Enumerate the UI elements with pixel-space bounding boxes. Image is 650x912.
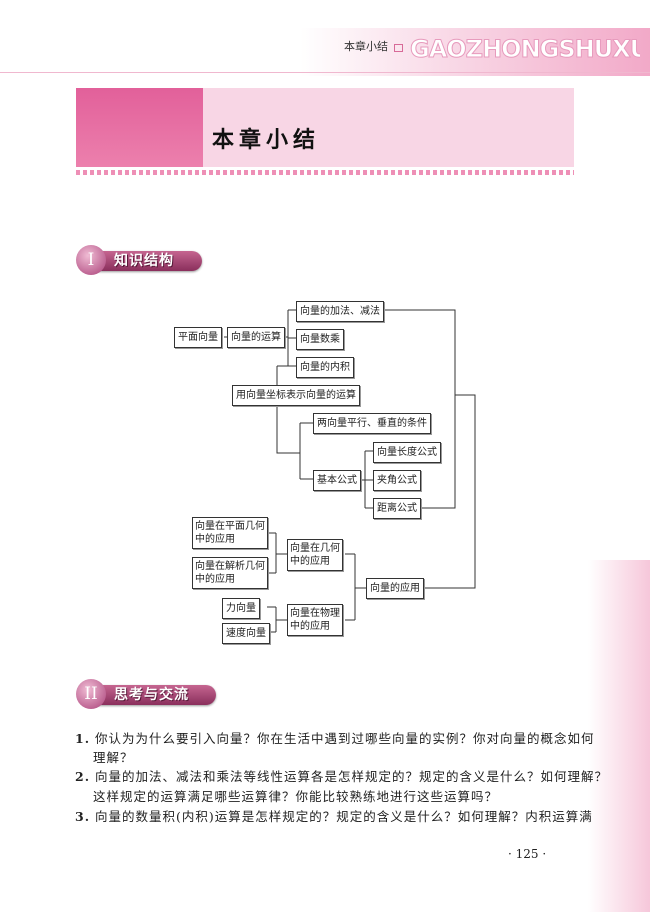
node-pmjh: 向量在平面几何中的应用 [192,517,268,549]
numeral-badge: II [76,679,106,709]
node-changdu: 向量长度公式 [373,442,441,463]
question-2: 2. 向量的加法、减法和乘法等线性运算各是怎样规定的？规定的含义是什么？如何理解… [75,769,609,784]
node-jihe: 向量在几何中的应用 [287,539,343,571]
node-yunsuan: 向量的运算 [227,327,285,348]
node-pingxing: 两向量平行、垂直的条件 [313,413,431,434]
node-zuobiao: 用向量坐标表示向量的运算 [232,385,360,406]
node-li: 力向量 [222,598,260,619]
section-title: 思考与交流 [114,687,189,703]
node-jiafa: 向量的加法、减法 [296,301,384,322]
node-neiji: 向量的内积 [296,357,354,378]
node-jxjh: 向量在解析几何中的应用 [192,557,268,589]
node-pingmian: 平面向量 [174,327,222,348]
header-rule [0,72,650,73]
node-jiben: 基本公式 [313,470,361,491]
node-wuli: 向量在物理中的应用 [287,604,343,636]
numeral-badge: I [76,245,106,275]
node-sudu: 速度向量 [222,623,270,644]
section-title: 知识结构 [114,253,174,269]
page-number: · 125 · [508,847,547,861]
running-head: 本章小结 [344,40,388,53]
node-juli: 距离公式 [373,498,421,519]
page-edge-strip [588,560,650,912]
header-band [300,28,650,76]
question-1-cont: 理解？ [93,750,134,765]
square-icon [394,44,403,52]
title-banner-accent [76,88,203,167]
chapter-title: 本章小结 [212,128,321,153]
node-jiajiao: 夹角公式 [373,470,421,491]
dotted-divider [76,170,574,175]
node-yingyong: 向量的应用 [366,578,424,599]
question-2-cont: 这样规定的运算满足哪些运算律？你能比较熟练地进行这些运算吗？ [93,789,499,804]
question-3: 3. 向量的数量积(内积)运算是怎样规定的？规定的含义是什么？如何理解？内积运算… [75,809,593,824]
question-1: 1. 你认为为什么要引入向量？你在生活中遇到过哪些向量的实例？你对向量的概念如何 [75,731,595,746]
node-shucheng: 向量数乘 [296,329,344,350]
wordmark-logo: GAOZHONGSHUXUE [410,35,640,64]
